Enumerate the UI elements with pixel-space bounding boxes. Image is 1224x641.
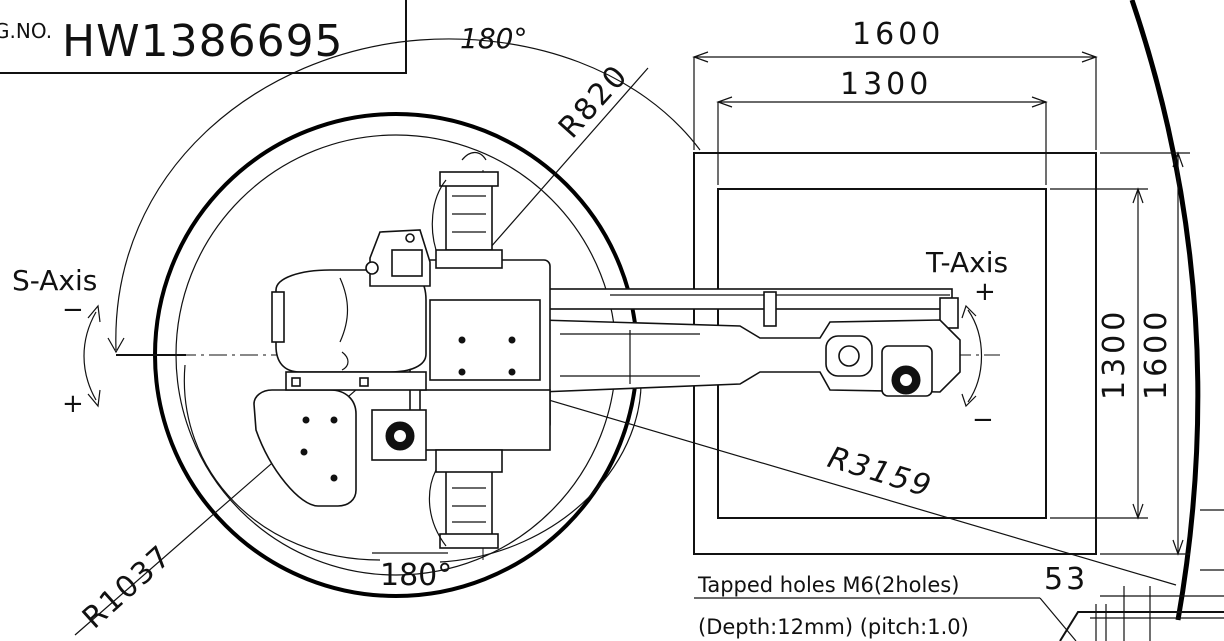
offset-53-label: 53 [1044,562,1088,597]
t-axis-rotation-arrow [967,309,982,403]
width-outer-label: 1600 [852,17,944,52]
s-axis-swing-arc [115,38,701,351]
dim-width-outer: 1600 [692,17,1098,150]
angle-top-label: 180° [460,22,527,55]
height-inner-label: 1300 [1097,308,1132,400]
drawing-number-prefix: G.NO. [0,19,52,43]
bottom-motor [435,449,503,549]
s-axis-indicator: S-Axis − + [12,264,101,419]
dim-height-inner: 1300 [1050,187,1148,520]
tapped-holes-note: Tapped holes M6(2holes) (Depth:12mm) (pi… [694,573,1077,641]
rear-housing [271,269,427,373]
tapped-holes-text: Tapped holes M6(2holes) [697,573,959,597]
angle-bottom-label: 180° [380,558,452,593]
drawing-number-box: G.NO. HW1386695 [0,0,407,74]
lower-swing-arc [183,364,381,561]
radius-820-label: R820 [552,58,636,145]
robot-top-view [253,151,961,549]
radius-3159-label: R3159 [824,440,937,505]
s-axis-plus: + [62,389,84,419]
radius-1037-label: R1037 [76,538,179,636]
lower-swing-arc-right [439,364,642,563]
t-axis-indicator: T-Axis + − [925,246,1008,435]
height-outer-label: 1600 [1139,308,1174,400]
s-axis-label: S-Axis [12,264,97,297]
dim-offset-53: 53 [1044,562,1224,641]
t-axis-minus: − [972,405,994,435]
t-axis-plus: + [974,277,996,307]
s-axis-rotation-arrow [83,311,97,401]
cable [431,179,447,251]
depth-pitch-text: (Depth:12mm) (pitch:1.0) [698,615,969,639]
lower-arm [419,319,961,393]
s-axis-minus: − [62,295,84,325]
dim-height-outer: 1600 [1100,151,1190,556]
drawing-number: HW1386695 [62,16,344,67]
top-motor [435,171,503,269]
angle-bottom-group: 180° [372,552,452,593]
base-plate-detail [1059,509,1224,641]
side-motor [371,409,427,461]
t-axis-label: T-Axis [925,246,1008,279]
cable-guard-plate [253,389,357,507]
width-inner-label: 1300 [840,67,932,102]
max-reach-arc [1129,0,1201,621]
dim-width-inner: 1300 [716,67,1048,185]
